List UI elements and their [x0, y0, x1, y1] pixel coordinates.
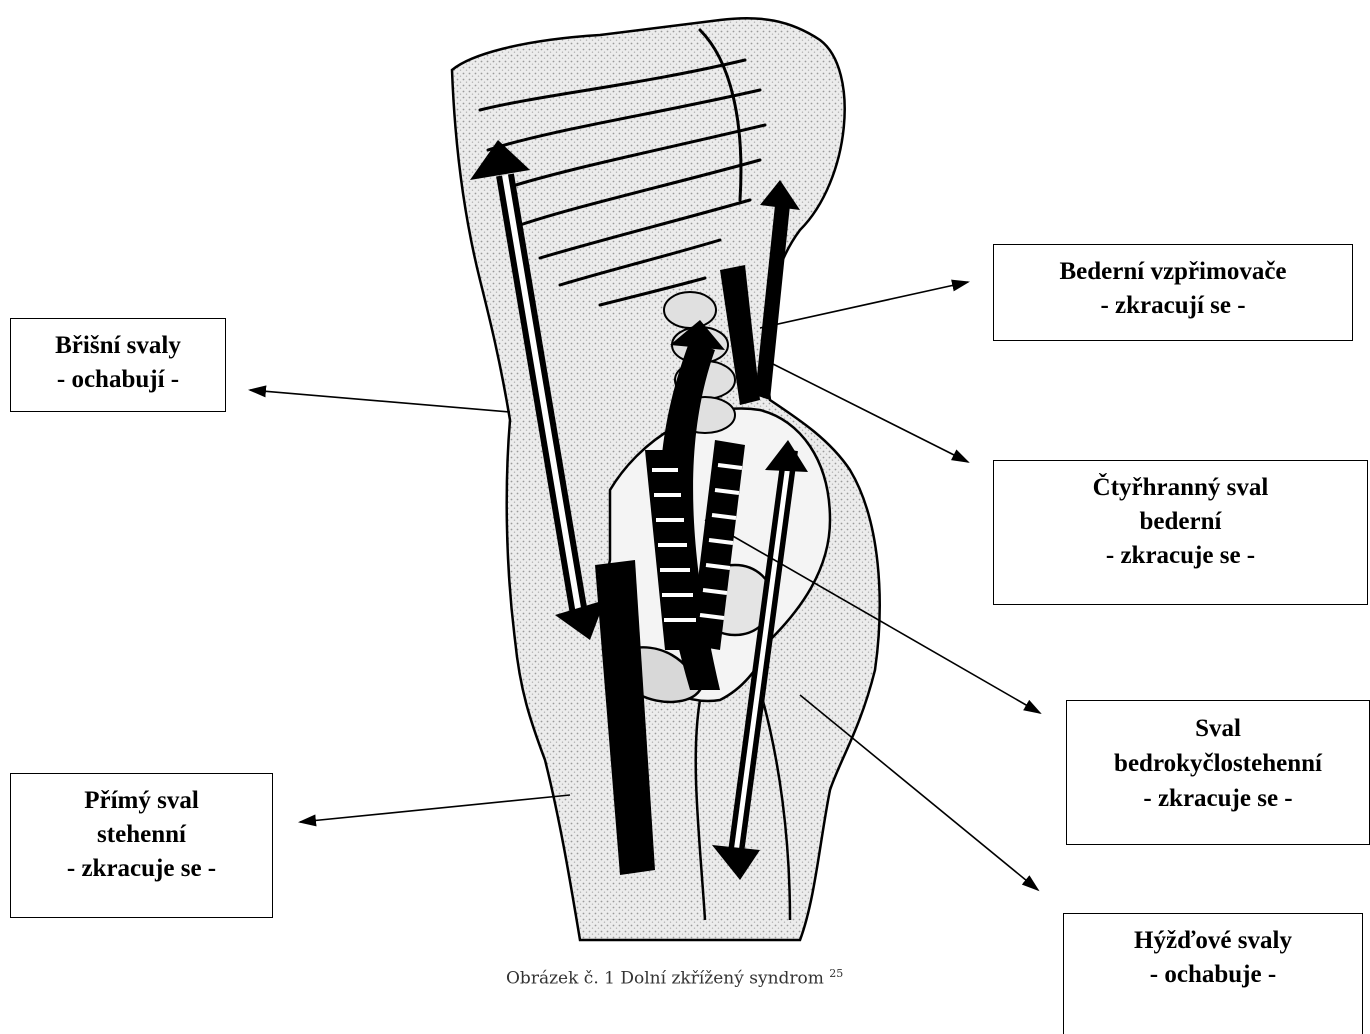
- caption-text: Obrázek č. 1 Dolní zkřížený syndrom: [506, 969, 824, 989]
- label-primy-line2: stehenní: [97, 818, 186, 852]
- label-bederni-vzprimovace: Bederní vzpřimovače - zkracují se -: [993, 244, 1353, 341]
- label-brisni-line2: - ochabují -: [57, 363, 179, 397]
- label-ctyrhranny-sval: Čtyřhranný sval bederní - zkracuje se -: [993, 460, 1368, 605]
- leader-primy: [300, 795, 570, 822]
- label-primy-line3: - zkracuje se -: [67, 852, 216, 886]
- label-brisni-line1: Břišní svaly: [55, 329, 181, 363]
- label-sval-bedrokyclostehenni: Sval bedrokyčlostehenní - zkracuje se -: [1066, 700, 1370, 845]
- label-brisni-svaly: Břišní svaly - ochabují -: [10, 318, 226, 412]
- label-bederni-line1: Bederní vzpřimovače: [1059, 255, 1286, 289]
- label-primy-line1: Přímý sval: [84, 784, 199, 818]
- label-ctyrhranny-line2: bederní: [1140, 505, 1222, 539]
- label-sval-line1: Sval: [1195, 711, 1241, 746]
- label-ctyrhranny-line3: - zkracuje se -: [1106, 539, 1255, 573]
- label-ctyrhranny-line1: Čtyřhranný sval: [1093, 471, 1269, 505]
- leader-hyzdove: [800, 695, 1038, 890]
- label-sval-line2: bedrokyčlostehenní: [1114, 746, 1322, 781]
- caption-reference: 25: [829, 967, 843, 980]
- leader-brisni: [250, 390, 510, 412]
- label-hyzdove-line2: - ochabuje -: [1150, 958, 1276, 992]
- label-bederni-line2: - zkracují se -: [1100, 289, 1245, 323]
- label-primy-sval: Přímý sval stehenní - zkracuje se -: [10, 773, 273, 918]
- label-hyzdove-svaly: Hýžďové svaly - ochabuje -: [1063, 913, 1363, 1034]
- label-sval-line3: - zkracuje se -: [1143, 781, 1292, 816]
- leader-bederni: [760, 282, 968, 328]
- label-hyzdove-line1: Hýžďové svaly: [1134, 924, 1292, 958]
- figure-caption: Obrázek č. 1 Dolní zkřížený syndrom 25: [506, 967, 843, 989]
